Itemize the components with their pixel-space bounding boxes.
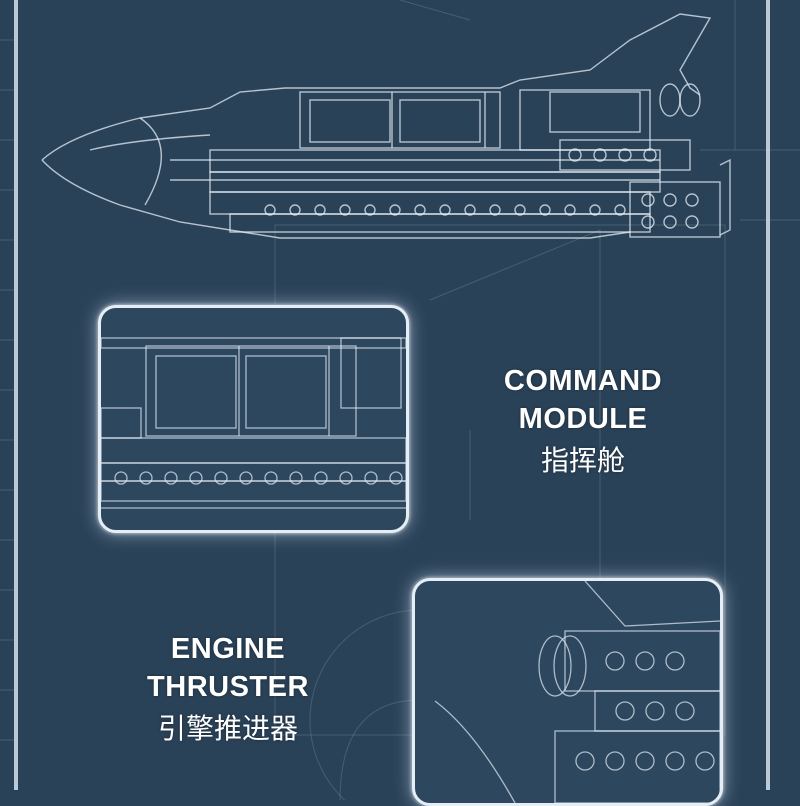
command-module-label: COMMAND MODULE 指挥舱 xyxy=(488,362,678,480)
page-frame xyxy=(14,0,770,790)
engine-thruster-label: ENGINE THRUSTER 引擎推进器 xyxy=(128,630,328,748)
command-module-detail-panel xyxy=(98,305,409,533)
command-label-chinese: 指挥舱 xyxy=(540,445,625,476)
engine-thruster-closeup xyxy=(434,581,720,803)
command-module-closeup xyxy=(101,337,406,509)
command-label-line2: MODULE xyxy=(518,403,648,435)
shuttle-illustration xyxy=(41,13,731,239)
engine-label-line1: ENGINE xyxy=(170,633,286,665)
command-label-line1: COMMAND xyxy=(503,365,663,397)
engine-thruster-detail-panel xyxy=(412,578,723,806)
engine-label-chinese: 引擎推进器 xyxy=(157,713,298,744)
engine-label-line2: THRUSTER xyxy=(147,671,309,703)
